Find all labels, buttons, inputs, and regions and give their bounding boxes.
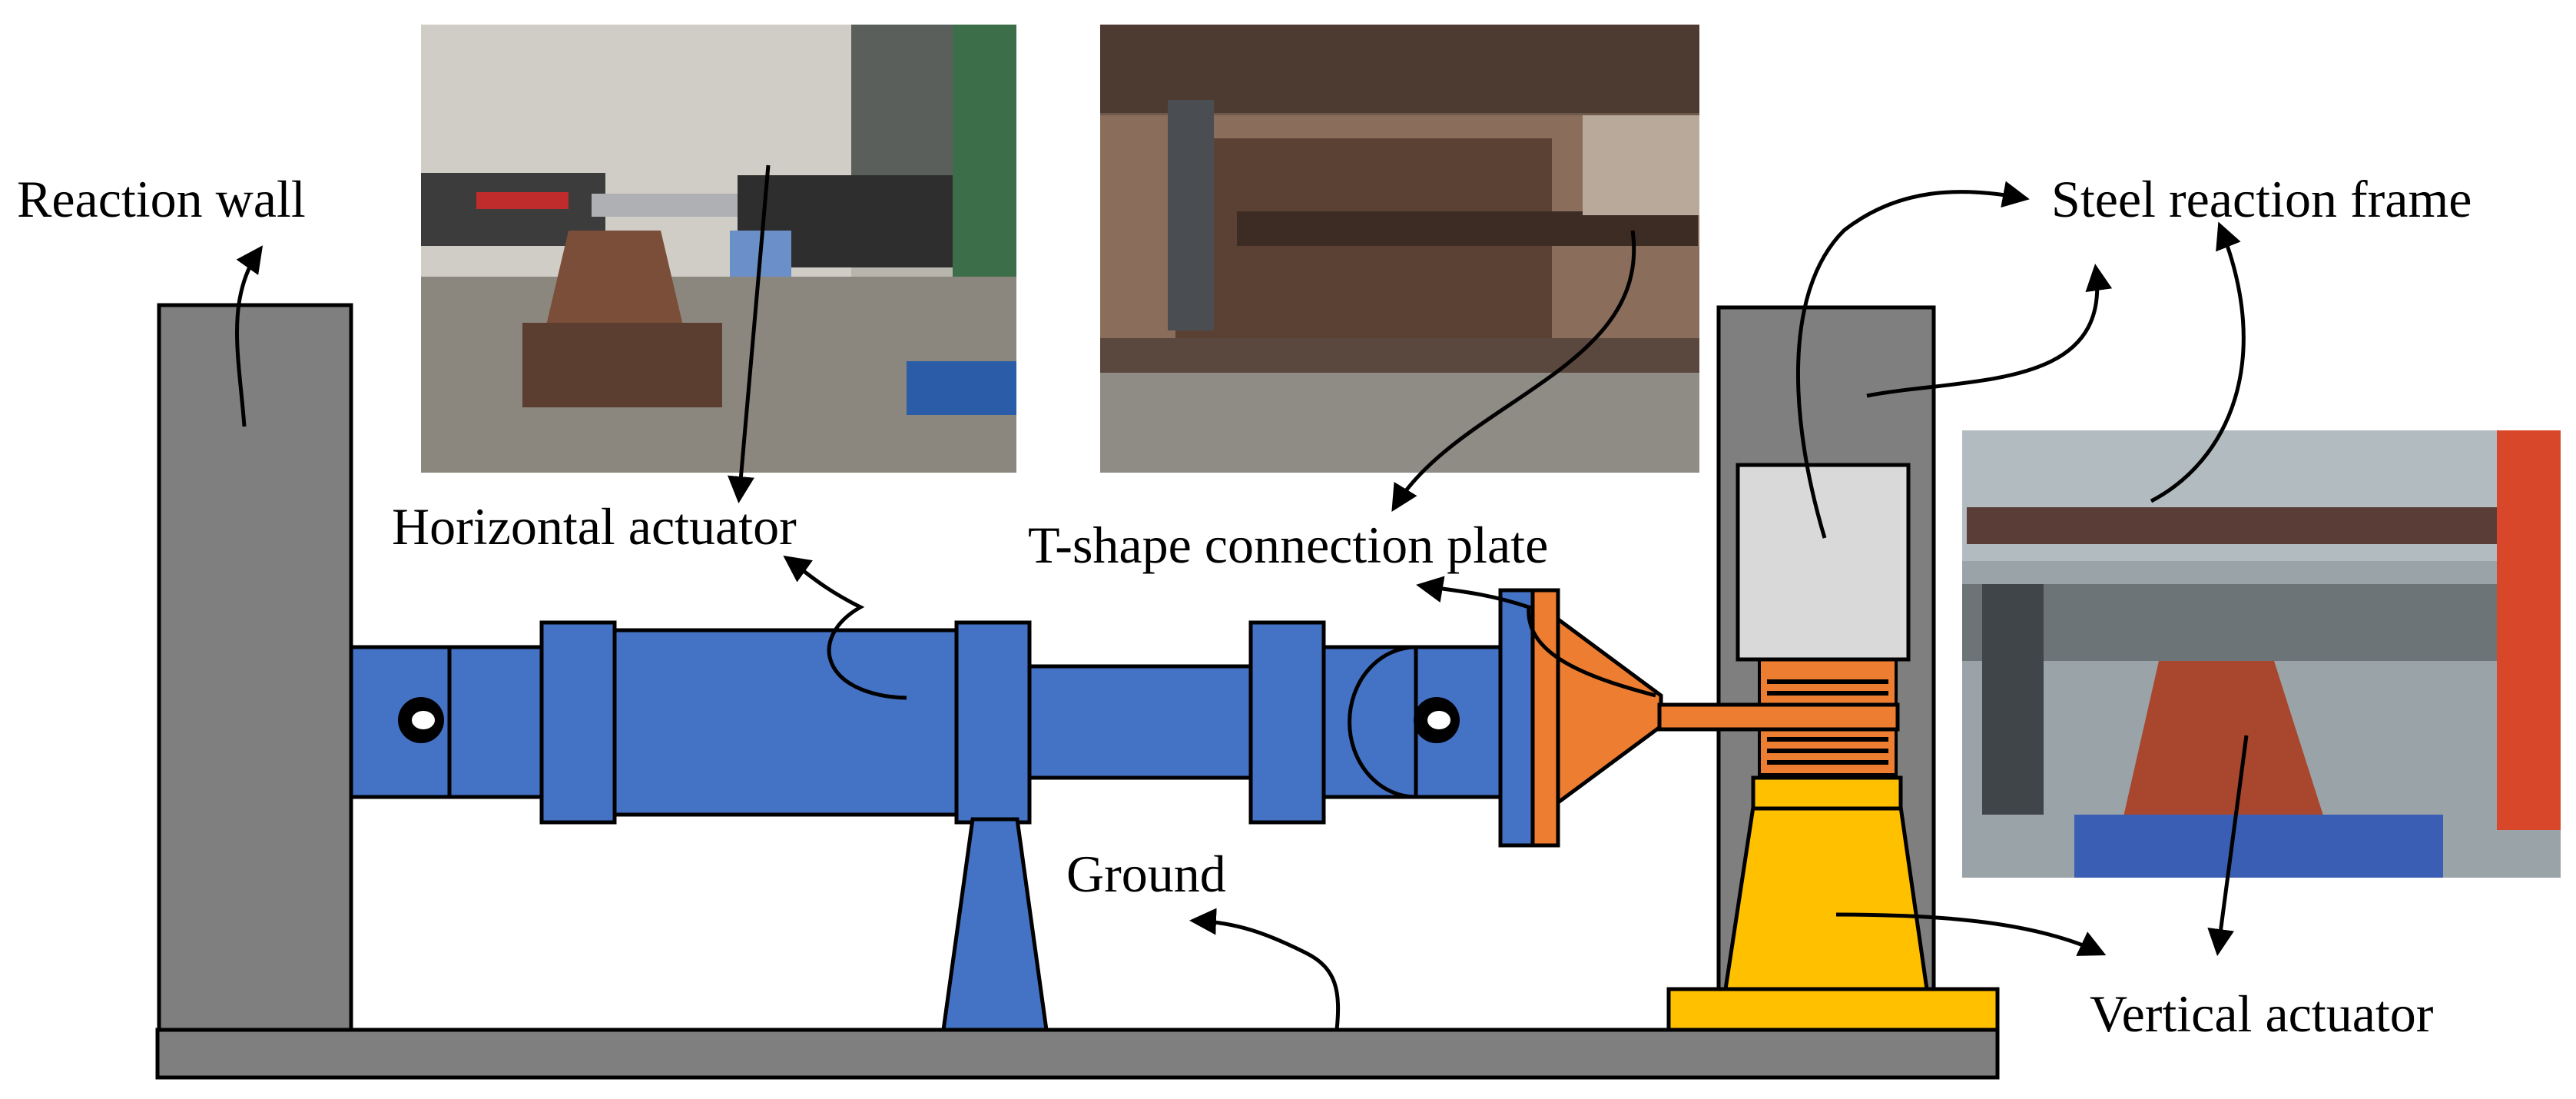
photo-t-shape-plate (1100, 25, 1699, 473)
label-steel-reaction-frame: Steel reaction frame (2051, 170, 2472, 228)
vertical-actuator-base (1666, 987, 2000, 1032)
arrow-t-shape-plate-photo (1391, 230, 1636, 512)
arrow-horizontal-actuator-photo (728, 164, 771, 503)
arrow-horizontal-actuator (783, 555, 907, 700)
label-ground: Ground (1066, 845, 1226, 903)
leader-arrows (235, 164, 2249, 1031)
arrow-reaction-wall (235, 245, 264, 427)
arrow-steel-frame-block (1795, 181, 2030, 539)
reaction-wall (157, 303, 353, 1032)
photo-horizontal-actuator (421, 25, 1016, 473)
arrow-steel-frame-photo (2150, 221, 2246, 503)
label-t-shape-connection-plate: T-shape connection plate (1028, 516, 1548, 574)
arrow-vertical-actuator-base (1835, 912, 2107, 956)
horizontal-actuator (349, 588, 1535, 1032)
arrow-t-shape-plate (1416, 576, 1656, 698)
arrow-ground (1189, 908, 1341, 1031)
arrow-vertical-actuator-photo (2207, 735, 2249, 956)
arrow-steel-frame-column (1866, 264, 2113, 398)
loading-block (1736, 463, 1911, 662)
label-vertical-actuator: Vertical actuator (2090, 984, 2434, 1043)
photo-vertical-actuator-frame (1962, 430, 2561, 878)
label-horizontal-actuator: Horizontal actuator (392, 497, 797, 556)
vertical-actuator-cap (1751, 775, 1903, 811)
vertical-actuator-body (1723, 805, 1929, 991)
bearing-stack (1758, 658, 1898, 776)
t-shape-connection-plate (1530, 588, 1900, 848)
ground-beam (155, 1028, 2000, 1080)
label-reaction-wall: Reaction wall (17, 170, 306, 228)
